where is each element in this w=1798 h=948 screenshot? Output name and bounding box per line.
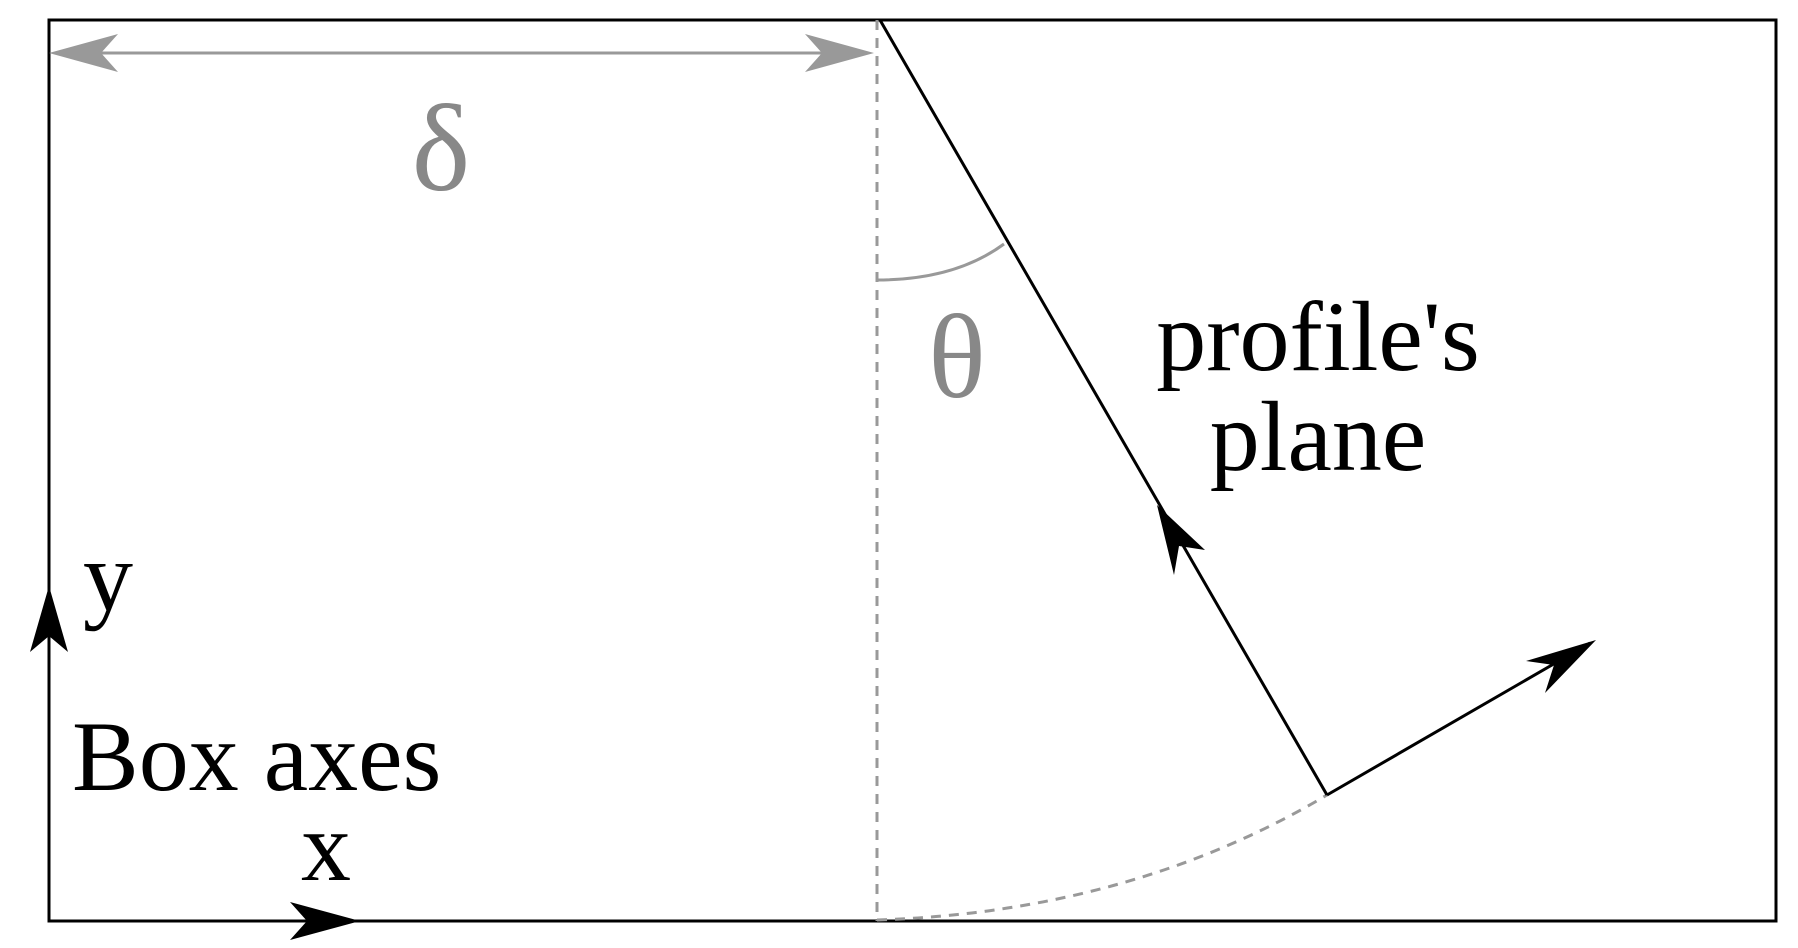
delta-arrowhead-right-icon <box>805 34 874 72</box>
delta-arrowhead-left-icon <box>49 34 118 72</box>
profile-plane-label-line1: profile's <box>1156 281 1480 392</box>
box-outline <box>47 18 1778 923</box>
delta-label: δ <box>412 80 470 217</box>
profile-plane-line <box>878 19 1329 796</box>
y-axis-arrowhead-icon <box>30 586 68 652</box>
profile-normal-arrowhead-icon <box>1526 640 1596 693</box>
x-axis-label: x <box>301 791 351 902</box>
theta-label: θ <box>928 290 985 423</box>
delta-dimension-arrow <box>49 34 874 72</box>
y-axis-label: y <box>83 521 133 632</box>
profile-normal-line <box>1326 641 1591 797</box>
profile-plane-label-line2: plane <box>1210 381 1427 492</box>
theta-angle-arc <box>876 242 1005 282</box>
x-axis-arrowhead-icon <box>290 902 360 940</box>
profile-plane-arrowhead-icon <box>1157 505 1205 575</box>
box-axes-label: Box axes <box>72 701 441 812</box>
rotation-dashed-arc <box>876 793 1328 922</box>
